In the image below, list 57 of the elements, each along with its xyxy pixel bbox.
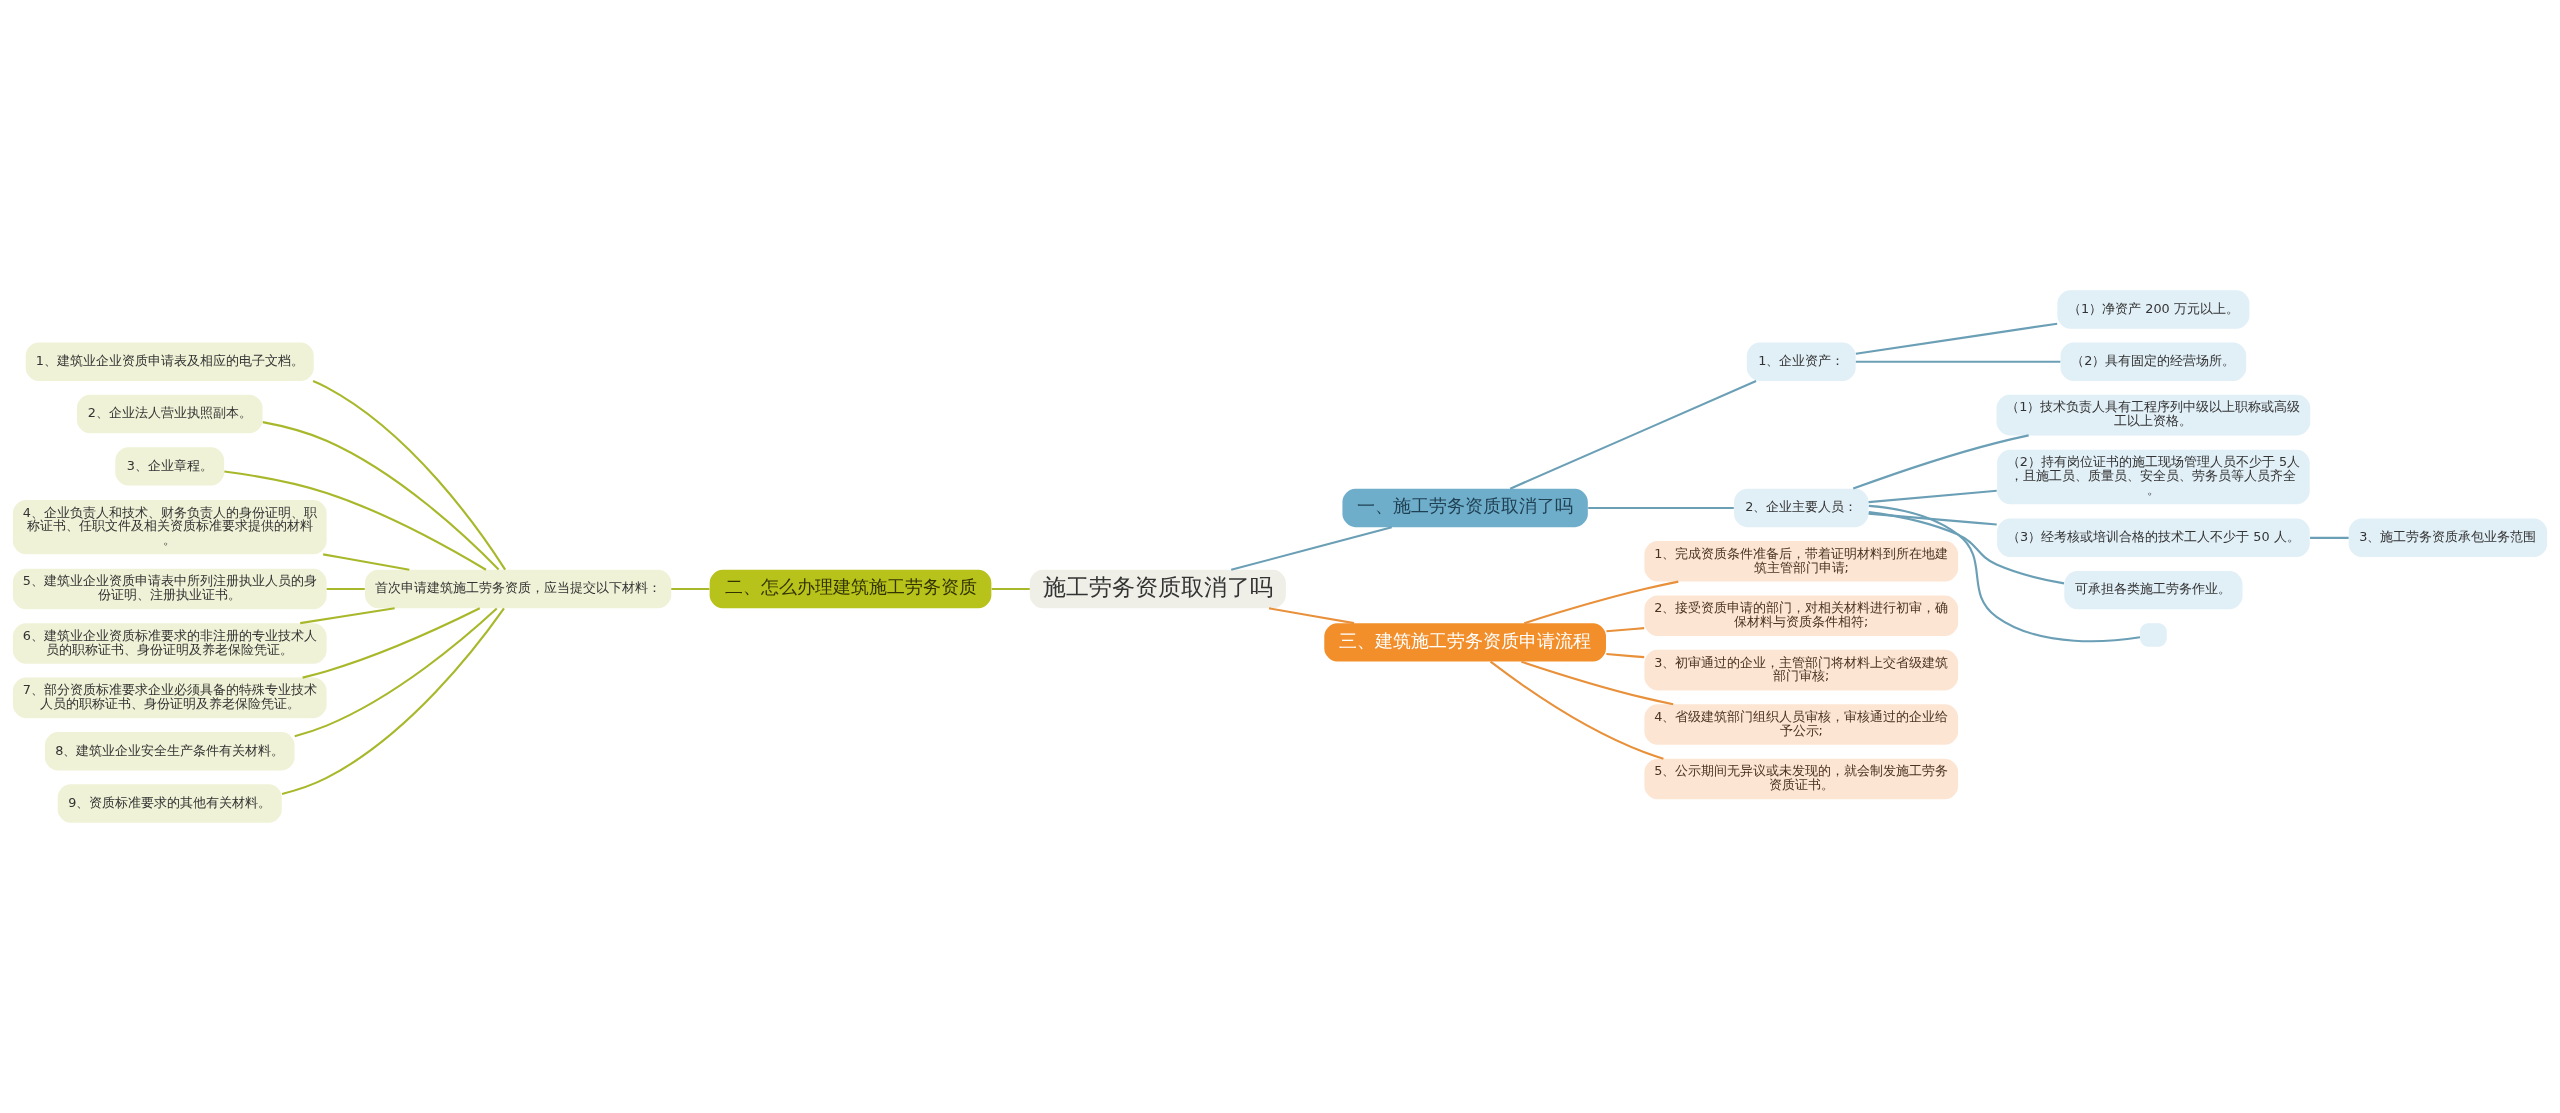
node-box: 9、资质标准要求的其他有关材料。 [57, 784, 282, 823]
connector [323, 553, 410, 571]
connector [1852, 434, 2029, 490]
node-box: 1、企业资产： [1746, 342, 1856, 381]
node-box [2140, 623, 2167, 647]
node-box: 1、建筑业企业资质申请表及相应的电子文档。 [25, 342, 314, 381]
node-box: 3、初审通过的企业，主管部门将材料上交省级建筑部门审核; [1644, 649, 1959, 691]
connector [1230, 526, 1392, 571]
connector [1606, 652, 1645, 659]
connector [1868, 512, 1997, 526]
node-box: 一、施工劳务资质取消了吗 [1342, 488, 1588, 528]
connector [300, 607, 395, 625]
node-box: 1、完成资质条件准备后，带着证明材料到所在地建筑主管部门申请; [1644, 541, 1959, 582]
node-box: 5、公示期间无异议或未发现的，就会制发施工劳务资质证书。 [1644, 758, 1959, 800]
node-box: 可承担各类施工劳务作业。 [2064, 570, 2243, 610]
connector [302, 607, 481, 679]
connector [326, 588, 365, 591]
connector [312, 380, 506, 571]
connector [2310, 536, 2349, 539]
connector [262, 421, 500, 571]
connector [671, 588, 710, 591]
node-box: 三、建筑施工劳务资质申请流程 [1324, 623, 1606, 662]
connector [1855, 322, 2058, 355]
connector [224, 470, 487, 571]
connector [1868, 511, 2065, 585]
node-box: 7、部分资质标准要求企业必须具备的特殊专业技术人员的职称证书、身份证明及养老保险凭证。 [12, 677, 327, 719]
connector [1588, 506, 1734, 509]
node-box: 3、企业章程。 [115, 447, 225, 486]
node-box: 4、省级建筑部门组织人员审核，审核通过的企业给予公示; [1644, 704, 1959, 745]
node-box: 二、怎么办理建筑施工劳务资质 [709, 569, 992, 609]
connector [1521, 660, 1674, 706]
node-box: （3）经考核或培训合格的技术工人不少于 50 人。 [1997, 518, 2310, 558]
node-box: 2、企业法人营业执照副本。 [76, 394, 263, 434]
connector [1855, 360, 2061, 363]
node-box: （2）具有固定的经营场所。 [2060, 342, 2247, 381]
node-box: （1）净资产 200 万元以上。 [2057, 290, 2250, 329]
node-box: 4、企业负责人和技术、财务负责人的身份证明、职称证书、任职文件及相关资质标准要求提供的材料。 [12, 499, 327, 555]
node-box: （1）技术负责人具有工程序列中级以上职称或高级工以上资格。 [1996, 394, 2311, 436]
node-box: 首次申请建筑施工劳务资质，应当提交以下材料： [365, 569, 672, 609]
node-box: 8、建筑业企业安全生产条件有关材料。 [44, 732, 295, 771]
connector [294, 607, 498, 738]
node-box: 5、建筑业企业资质申请表中所列注册执业人员的身份证明、注册执业证书。 [12, 568, 327, 610]
node-box: 6、建筑业企业资质标准要求的非注册的专业技术人员的职称证书、身份证明及养老保险凭证。 [12, 623, 327, 664]
connector [1868, 489, 1997, 504]
connector [991, 588, 1030, 591]
connector [1489, 660, 1664, 760]
node-box: 2、接受资质申请的部门，对相关材料进行初审，确保材料与资质条件相符; [1644, 595, 1959, 636]
connector [1524, 580, 1679, 625]
connector [1509, 380, 1757, 490]
connector [1868, 504, 2141, 643]
connector [1268, 607, 1355, 625]
node-box: 3、施工劳务资质承包业务范围 [2348, 518, 2548, 558]
node-box: （2）持有岗位证书的施工现场管理人员不少于 5人，且施工员、质量员、安全员、劳务员等人员齐全。 [1997, 449, 2310, 505]
connector [281, 607, 505, 795]
connector [1606, 627, 1645, 633]
node-box: 施工劳务资质取消了吗 [1029, 569, 1286, 609]
node-box: 2、企业主要人员： [1734, 488, 1869, 528]
